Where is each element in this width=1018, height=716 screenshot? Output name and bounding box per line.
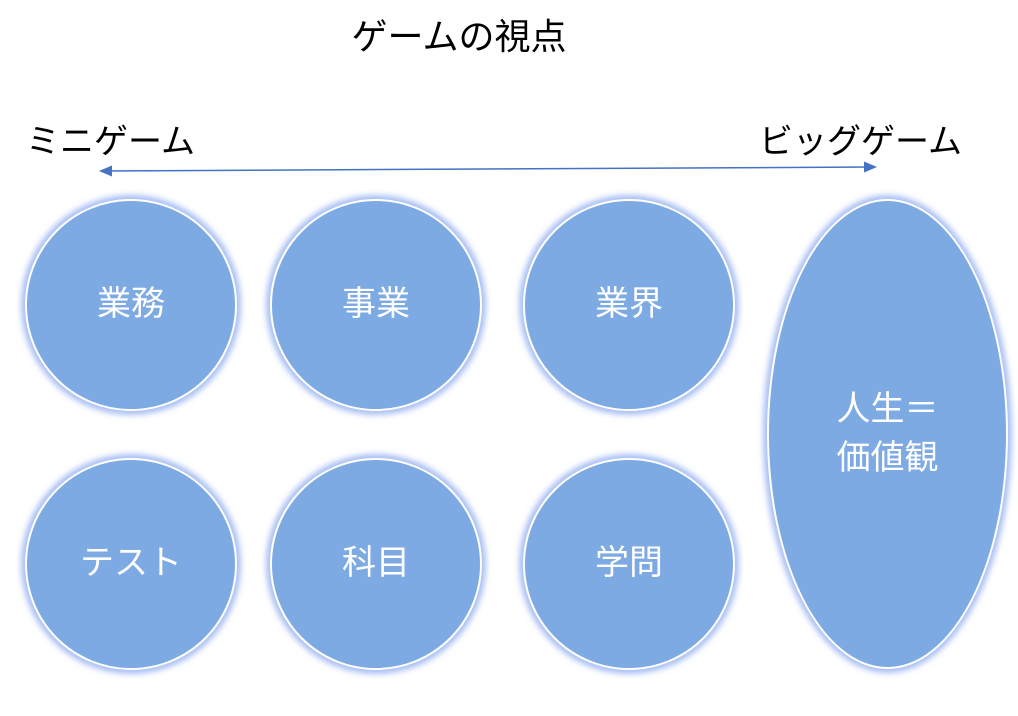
scale-left-label: ミニゲーム bbox=[26, 122, 195, 162]
node-label: 学問 bbox=[595, 543, 663, 584]
node-kamoku: 科目 bbox=[270, 458, 482, 670]
node-jinsei-kachikan: 人生＝ 価値観 bbox=[767, 199, 1008, 669]
scale-arrow-left-head bbox=[99, 165, 112, 177]
node-label: 業界 bbox=[595, 284, 663, 325]
node-test: テスト bbox=[25, 458, 237, 670]
diagram-title: ゲームの視点 bbox=[351, 17, 567, 58]
node-label: 人生＝ 価値観 bbox=[836, 388, 939, 478]
node-label: テスト bbox=[80, 543, 182, 584]
scale-right-label: ビッグゲーム bbox=[759, 122, 962, 162]
scale-arrow-right-head bbox=[864, 161, 877, 173]
scale-arrow-line bbox=[103, 166, 873, 172]
node-label: 事業 bbox=[342, 284, 410, 325]
node-label: 業務 bbox=[97, 284, 165, 325]
node-jigyo: 事業 bbox=[270, 199, 482, 411]
node-label: 科目 bbox=[342, 543, 410, 584]
node-gakumon: 学問 bbox=[523, 458, 735, 670]
node-gyokai: 業界 bbox=[523, 199, 735, 411]
node-gyomu: 業務 bbox=[25, 199, 237, 411]
